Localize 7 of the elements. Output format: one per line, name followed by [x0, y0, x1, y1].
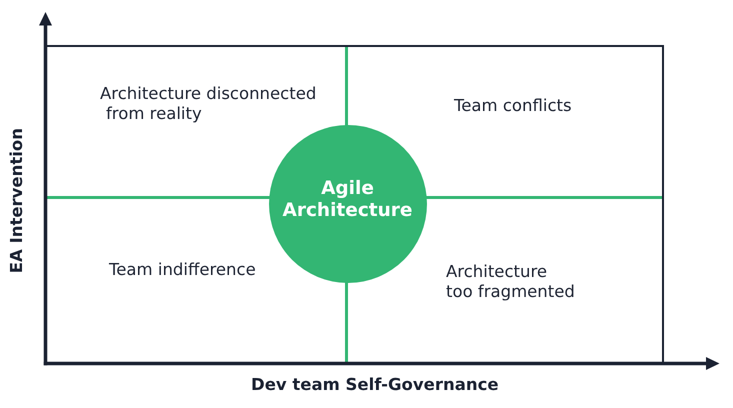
quadrant-label: Architecture disconnected from reality: [100, 84, 318, 124]
axis-title: EA Intervention: [7, 128, 27, 273]
quadrant-label: Architecture too fragmented: [446, 262, 576, 302]
quadrant-label: Team indifference: [109, 260, 257, 280]
circle-label: Agile Architecture: [282, 178, 414, 222]
quadrant-label: Team conflicts: [454, 96, 573, 116]
axis-title: Dev team Self-Governance: [251, 375, 499, 395]
